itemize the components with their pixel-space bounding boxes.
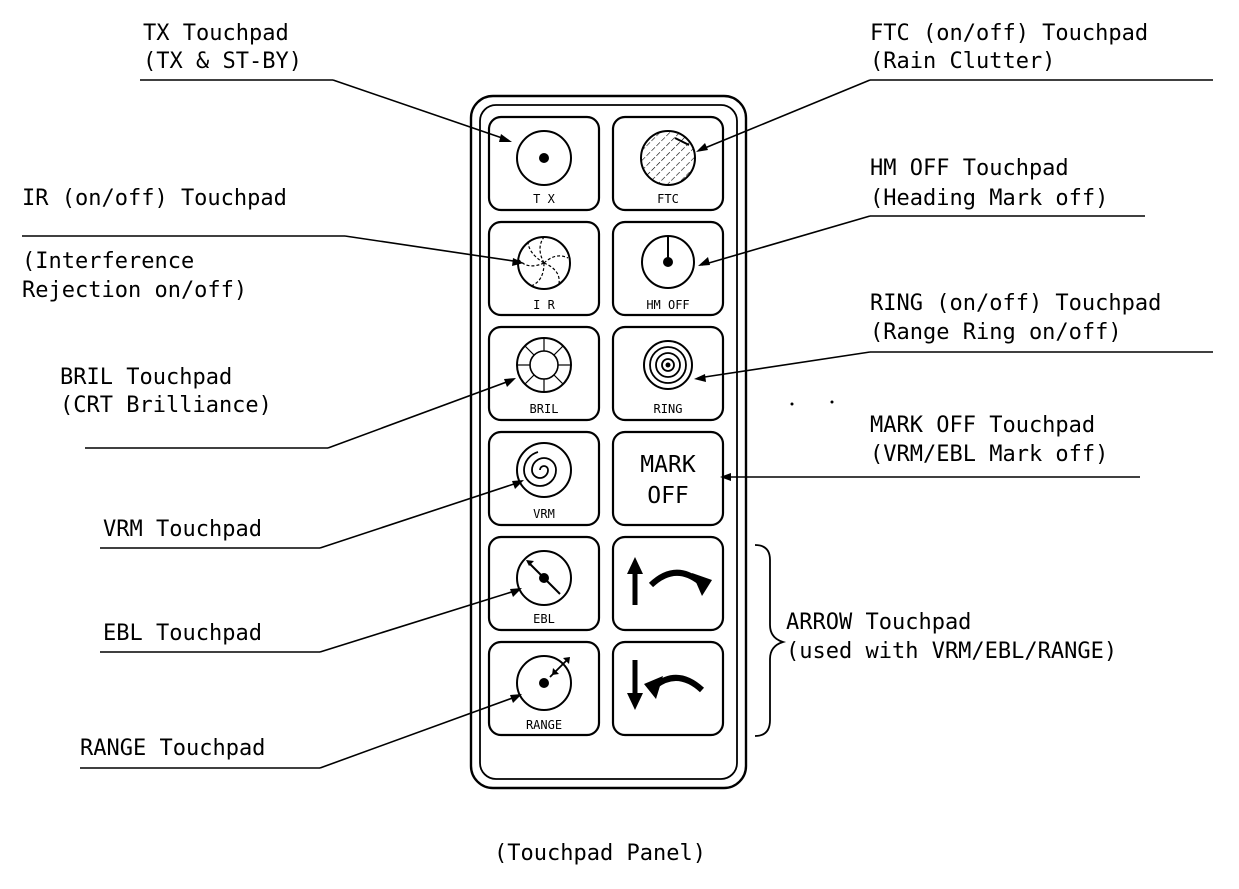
ftc-touchpad[interactable]: FTC [611, 115, 725, 212]
ebl-leader-line [319, 589, 519, 653]
mark-off-touchpad[interactable]: MARK OFF [611, 430, 725, 527]
hm-off-touchpad[interactable]: HM OFF [611, 220, 725, 317]
ftc-callout-sub: (Rain Clutter) [870, 49, 1055, 74]
hm-callout-title: HM OFF Touchpad [870, 156, 1069, 181]
range-icon [516, 655, 572, 711]
arrow-callout-sub: (used with VRM/EBL/RANGE) [786, 639, 1117, 664]
tx-pad-label: T X [533, 192, 555, 206]
bril-touchpad[interactable]: BRIL [487, 325, 601, 422]
ring-callout-sub: (Range Ring on/off) [870, 320, 1122, 345]
ring-pad-label: RING [654, 402, 683, 416]
ir-touchpad[interactable]: I R [487, 220, 601, 317]
ir-callout-title: IR (on/off) Touchpad [22, 186, 287, 211]
ring-touchpad[interactable]: RING [611, 325, 725, 422]
arrow-up-touchpad[interactable] [611, 535, 725, 632]
arrow-callout-title: ARROW Touchpad [786, 610, 971, 635]
ebl-pad-label: EBL [533, 612, 555, 626]
arrow-up-clockwise-icon [627, 557, 712, 605]
bril-pad-label: BRIL [530, 402, 559, 416]
ftc-pad-label: FTC [657, 192, 679, 206]
tx-callout-sub: (TX & ST-BY) [143, 49, 302, 74]
vrm-spiral-icon [516, 442, 572, 498]
mark-callout-title: MARK OFF Touchpad [870, 413, 1095, 438]
range-ring-icon [643, 340, 693, 390]
vrm-pad-label: VRM [533, 507, 555, 521]
tx-icon [516, 130, 572, 186]
ir-pad-label: I R [533, 298, 555, 312]
ir-callout-sub1: (Interference [22, 249, 194, 274]
hm-callout-sub: (Heading Mark off) [870, 186, 1108, 211]
arrow-brace [754, 544, 787, 737]
hm-leader-line [701, 215, 871, 266]
arrow-down-counterclockwise-icon [627, 660, 705, 710]
vrm-callout-title: VRM Touchpad [103, 517, 262, 542]
hm-off-pad-label: HM OFF [646, 298, 689, 312]
arrow-down-touchpad[interactable] [611, 640, 725, 737]
bril-callout-title: BRIL Touchpad [60, 365, 232, 390]
brilliance-icon [516, 337, 572, 393]
tx-callout-title: TX Touchpad [143, 21, 289, 46]
rain-clutter-icon [640, 130, 696, 186]
ebl-callout-title: EBL Touchpad [103, 621, 262, 646]
range-pad-label: RANGE [526, 718, 562, 732]
figure-caption: (Touchpad Panel) [494, 841, 706, 866]
range-leader-line [319, 695, 519, 769]
vrm-leader-line [319, 481, 521, 549]
ftc-callout-title: FTC (on/off) Touchpad [870, 21, 1148, 46]
tx-leader-line [332, 79, 509, 141]
ir-leader-line [344, 235, 521, 263]
ring-callout-title: RING (on/off) Touchpad [870, 291, 1161, 316]
bearing-line-icon [516, 550, 572, 606]
bril-leader-line [327, 379, 513, 449]
ftc-leader-line [699, 79, 871, 151]
range-callout-title: RANGE Touchpad [80, 736, 265, 761]
bril-callout-sub: (CRT Brilliance) [60, 393, 272, 418]
mark-callout-sub: (VRM/EBL Mark off) [870, 442, 1108, 467]
mark-off-line2: OFF [647, 483, 689, 509]
vrm-touchpad[interactable]: VRM [487, 430, 601, 527]
ir-callout-sub2: Rejection on/off) [22, 278, 247, 303]
tx-touchpad[interactable]: T X [487, 115, 601, 212]
range-touchpad[interactable]: RANGE [487, 640, 601, 737]
ebl-touchpad[interactable]: EBL [487, 535, 601, 632]
mark-off-line1: MARK [640, 452, 696, 478]
ring-leader-line [697, 351, 871, 379]
